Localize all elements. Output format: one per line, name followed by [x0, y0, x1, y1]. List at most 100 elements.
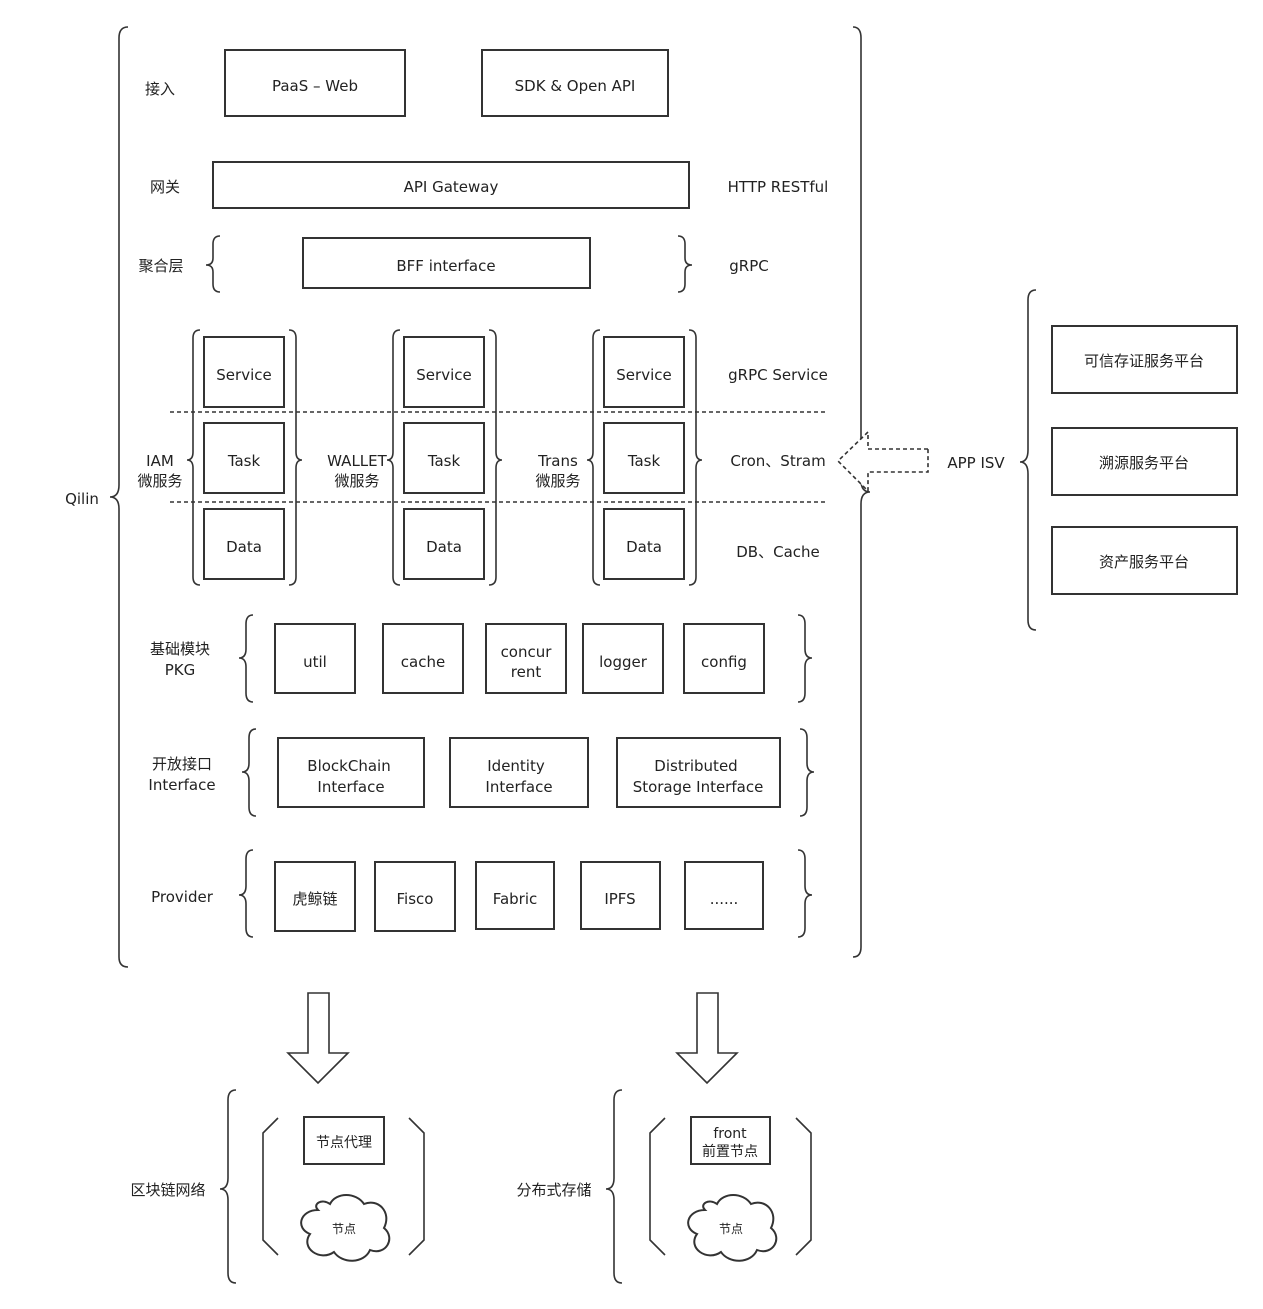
front-node-box	[690, 1116, 771, 1165]
sdk-open-api-text: SDK & Open API	[515, 77, 636, 95]
blockchain-network-brace	[219, 1089, 237, 1284]
iam-task-text: Task	[227, 452, 261, 470]
pkg-left-brace	[238, 614, 254, 703]
gateway-layer-label: 网关	[150, 178, 180, 196]
iam-service-box	[203, 336, 285, 408]
trans-service-name: Trans	[537, 452, 578, 470]
iam-right-bracket	[288, 329, 303, 586]
wallet-data-box	[403, 508, 485, 580]
trans-task-text: Task	[627, 452, 661, 470]
trans-data-text: Data	[626, 538, 662, 556]
blockchain-node-cloud-icon	[300, 1194, 391, 1262]
provider-box-4	[580, 861, 661, 930]
provider-label: Provider	[151, 888, 214, 906]
storage-node-text: 节点	[719, 1222, 743, 1236]
app-isv-dashed-arrow	[836, 430, 929, 493]
pkg-box-cache	[382, 623, 464, 694]
pkg-text-concurrent-line1: concur	[501, 643, 553, 661]
provider-text-3: Fabric	[493, 890, 538, 908]
access-layer-label: 接入	[145, 80, 175, 98]
iam-left-bracket	[186, 329, 201, 586]
blockchain-interface-line1: BlockChain	[307, 757, 390, 775]
down-arrow-left	[286, 992, 350, 1085]
data-layer-label: DB、Cache	[736, 543, 820, 561]
pkg-right-brace	[797, 614, 813, 703]
provider-box-5	[684, 861, 764, 930]
wallet-service-text: Service	[416, 366, 471, 384]
sdk-open-api-box	[481, 49, 669, 117]
wallet-right-bracket	[488, 329, 503, 586]
wallet-service-name: WALLET	[327, 452, 387, 470]
blockchain-interface-line2: Interface	[317, 778, 384, 796]
blockchain-network-left-bracket	[262, 1117, 279, 1256]
trans-service-box	[603, 336, 685, 408]
pkg-label-line1: 基础模块	[150, 640, 210, 658]
aggregation-protocol-label: gRPC	[729, 257, 768, 275]
app-isv-label: APP ISV	[947, 454, 1005, 472]
aggregation-left-brace	[205, 235, 221, 293]
pkg-label-line2: PKG	[165, 661, 196, 679]
trans-task-box	[603, 422, 685, 494]
iam-data-box	[203, 508, 285, 580]
pkg-text-config: config	[701, 653, 747, 671]
platform-box-3	[1051, 526, 1238, 595]
bff-interface-text: BFF interface	[396, 257, 495, 275]
provider-text-5: ......	[710, 890, 739, 908]
provider-right-brace	[797, 849, 813, 938]
bff-interface-box	[302, 237, 591, 289]
node-proxy-box	[303, 1116, 385, 1165]
service-layer-label: gRPC Service	[728, 366, 828, 384]
iam-data-text: Data	[226, 538, 262, 556]
provider-box-2	[374, 861, 456, 932]
wallet-left-bracket	[386, 329, 401, 586]
distributed-storage-right-bracket	[795, 1117, 812, 1256]
trans-right-bracket	[688, 329, 703, 586]
pkg-box-util	[274, 623, 356, 694]
platform-text-1: 可信存证服务平台	[1084, 352, 1204, 370]
pkg-text-logger: logger	[599, 653, 648, 671]
paas-web-box	[224, 49, 406, 117]
wallet-service-box	[403, 336, 485, 408]
platform-text-2: 溯源服务平台	[1099, 454, 1189, 472]
distributed-storage-brace	[605, 1089, 623, 1284]
interface-label-line2: Interface	[148, 776, 215, 794]
provider-left-brace	[238, 849, 254, 938]
qilin-left-brace	[109, 26, 129, 968]
provider-box-3	[475, 861, 555, 930]
provider-box-1	[274, 861, 356, 932]
aggregation-right-brace	[677, 235, 693, 293]
trans-left-bracket	[586, 329, 601, 586]
provider-text-1: 虎鲸链	[292, 890, 337, 908]
identity-interface-line1: Identity	[487, 757, 545, 775]
platform-text-3: 资产服务平台	[1099, 553, 1189, 571]
pkg-text-cache: cache	[401, 653, 445, 671]
trans-data-box	[603, 508, 685, 580]
storage-node-cloud-icon	[687, 1194, 778, 1262]
pkg-box-concurrent	[485, 623, 567, 694]
qilin-right-brace	[852, 26, 871, 958]
blockchain-network-label: 区块链网络	[130, 1181, 205, 1199]
pkg-box-logger	[582, 623, 664, 694]
api-gateway-text: API Gateway	[404, 178, 499, 196]
wallet-data-text: Data	[426, 538, 462, 556]
gateway-protocol-label: HTTP RESTful	[728, 178, 829, 196]
platform-box-1	[1051, 325, 1238, 394]
platform-box-2	[1051, 427, 1238, 496]
trans-service-subtitle: 微服务	[535, 472, 580, 490]
storage-interface-line2: Storage Interface	[633, 778, 764, 796]
iam-service-subtitle: 微服务	[137, 472, 182, 490]
provider-text-4: IPFS	[604, 890, 635, 908]
task-layer-label: Cron、Stram	[730, 452, 825, 470]
front-node-line1: front	[713, 1126, 747, 1142]
wallet-task-text: Task	[427, 452, 461, 470]
interface-label-line1: 开放接口	[152, 755, 212, 773]
pkg-box-config	[683, 623, 765, 694]
iam-service-name: IAM	[146, 452, 174, 470]
interface-left-brace	[241, 728, 257, 817]
aggregation-layer-label: 聚合层	[138, 257, 183, 275]
provider-text-2: Fisco	[397, 890, 434, 908]
pkg-text-concurrent-line2: rent	[511, 663, 542, 681]
blockchain-interface-box	[277, 737, 425, 808]
storage-interface-line1: Distributed	[654, 757, 737, 775]
